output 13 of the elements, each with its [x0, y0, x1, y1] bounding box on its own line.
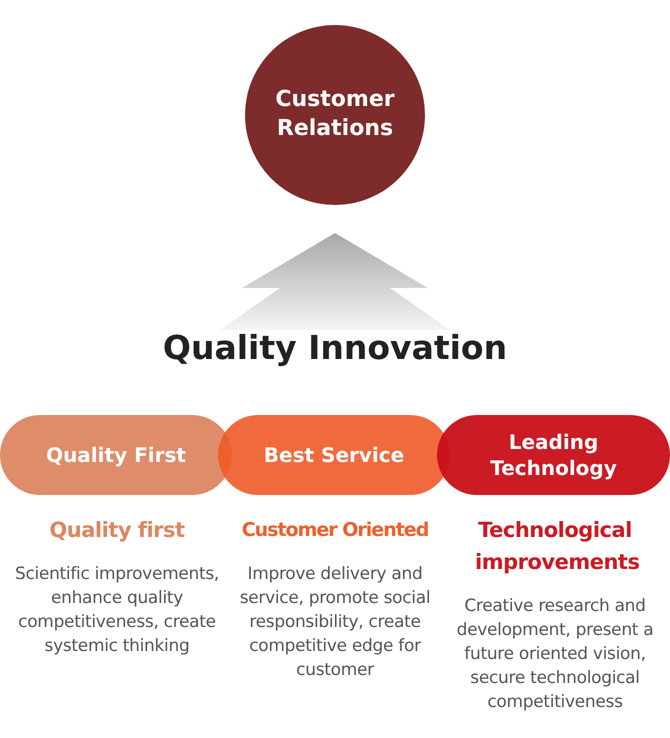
node-label: Quality First — [46, 442, 186, 468]
pill-node — [437, 415, 670, 495]
column-heading: Technological improvements — [474, 517, 640, 576]
node-label: Leading Technology — [489, 429, 618, 481]
node-label: Customer Relations — [274, 86, 396, 143]
description-text: Scientific improvements, enhance quality competitiveness, create systemic thinking — [14, 563, 220, 658]
heading-text: Quality Innovation — [162, 326, 508, 369]
description-text: Improve delivery and service, promote social responsibility, create competitive edge for customer — [238, 563, 432, 682]
column-heading: Customer Oriented — [240, 518, 430, 543]
description-text: Creative research and development, present a future oriented vision, secure technological competitiveness — [456, 595, 654, 714]
column-heading: Quality first — [48, 517, 186, 544]
block-arrow — [220, 233, 450, 330]
node-label: Best Service — [264, 442, 404, 468]
